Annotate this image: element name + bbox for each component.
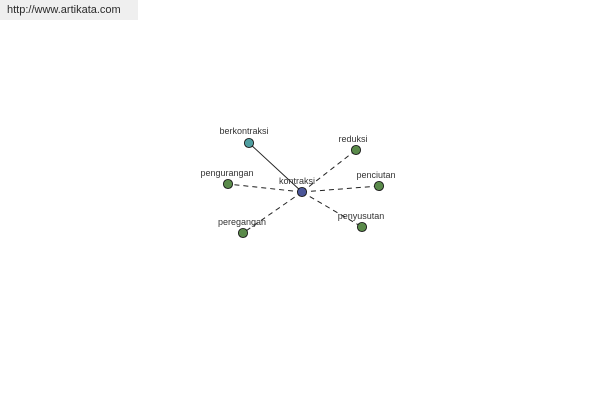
edge-penciutan <box>301 185 380 193</box>
edge-pengurangan <box>227 183 303 193</box>
node-penciutan-dot[interactable] <box>373 180 385 192</box>
edge-reduksi <box>301 149 357 193</box>
node-peregangan-dot[interactable] <box>237 227 249 239</box>
node-penciutan-label[interactable]: penciutan <box>356 170 395 180</box>
node-penyusutan-label[interactable]: penyusutan <box>338 211 385 221</box>
edge-berkontraksi <box>248 142 303 193</box>
node-reduksi-label[interactable]: reduksi <box>338 134 367 144</box>
node-pengurangan-label[interactable]: pengurangan <box>200 168 253 178</box>
node-berkontraksi-dot[interactable] <box>243 137 255 149</box>
center-node-kontraksi-label[interactable]: kontraksi <box>279 176 315 186</box>
node-penyusutan-dot[interactable] <box>356 221 368 233</box>
node-reduksi-dot[interactable] <box>350 144 362 156</box>
graph-nodes: berkontraksi reduksi pengurangan penciutan p… <box>200 126 396 239</box>
center-node-kontraksi-dot[interactable] <box>296 186 308 198</box>
graph-edges <box>227 142 380 234</box>
source-url-link[interactable]: http://www.artikata.com <box>7 4 121 16</box>
source-url-bar: http://www.artikata.com <box>0 0 138 20</box>
node-pengurangan-dot[interactable] <box>222 178 234 190</box>
node-berkontraksi-label[interactable]: berkontraksi <box>219 126 268 136</box>
edge-peregangan <box>242 191 303 234</box>
node-peregangan-label[interactable]: peregangan <box>218 217 266 227</box>
edge-penyusutan <box>301 191 363 228</box>
